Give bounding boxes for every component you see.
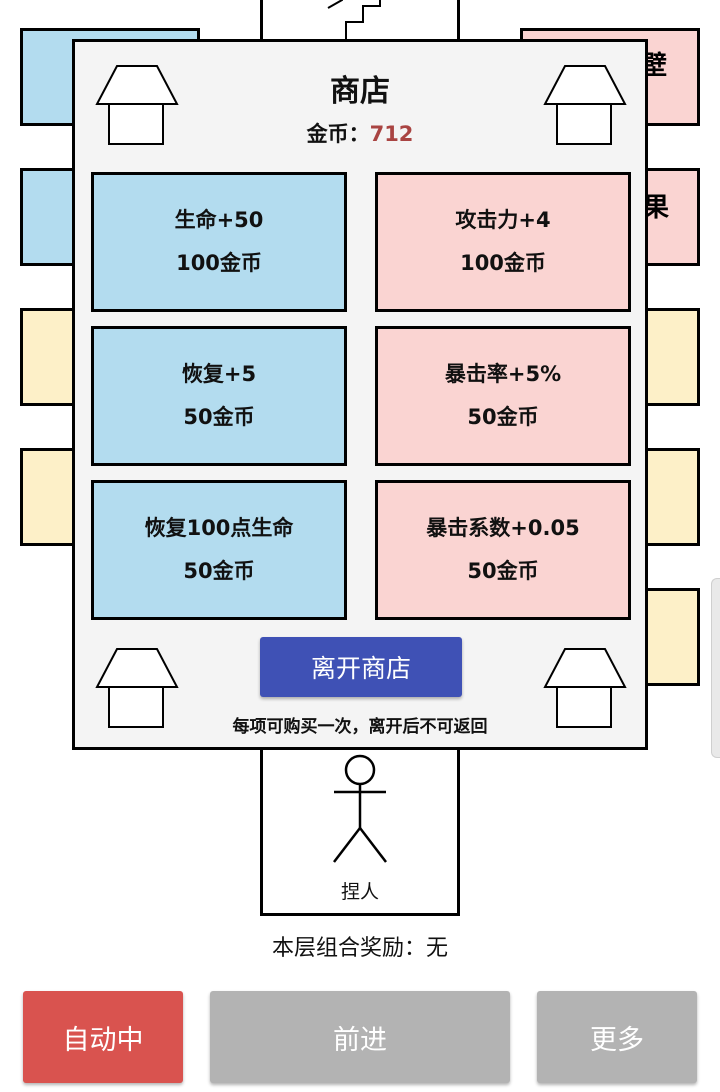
house-icon (95, 648, 179, 728)
shop-panel: 商店 金币：712 生命+50 100金币 攻击力+4 100金币 恢复+5 5… (72, 39, 648, 750)
forward-button[interactable]: 前进 (210, 991, 510, 1083)
leave-shop-button[interactable]: 离开商店 (260, 637, 462, 697)
gold-value: 712 (369, 122, 414, 146)
item-name: 暴击系数+0.05 (426, 516, 580, 540)
house-icon (543, 648, 627, 728)
shop-item-hp[interactable]: 生命+50 100金币 (91, 172, 347, 312)
stairs-icon (327, 0, 381, 40)
house-icon (95, 65, 179, 145)
item-price: 100金币 (460, 251, 546, 275)
combo-reward-text: 本层组合奖励：无 (271, 936, 448, 961)
house-icon (543, 65, 627, 145)
stick-figure-icon (333, 754, 387, 863)
shop-item-heal[interactable]: 恢复100点生命 50金币 (91, 480, 347, 620)
side-scroll-handle[interactable] (711, 578, 720, 758)
auto-button[interactable]: 自动中 (23, 991, 183, 1083)
more-button[interactable]: 更多 (537, 991, 697, 1083)
shop-item-crit-multiplier[interactable]: 暴击系数+0.05 50金币 (375, 480, 631, 620)
shop-item-regen[interactable]: 恢复+5 50金币 (91, 326, 347, 466)
item-price: 100金币 (176, 251, 262, 275)
item-name: 恢复100点生命 (144, 516, 294, 540)
item-name: 暴击率+5% (444, 362, 562, 386)
gold-display: 金币：712 (75, 118, 645, 148)
item-name: 恢复+5 (181, 362, 257, 386)
top-corridor (260, 0, 460, 40)
shop-note: 每项可购买一次，离开后不可返回 (232, 717, 488, 737)
shop-item-crit-rate[interactable]: 暴击率+5% 50金币 (375, 326, 631, 466)
shop-item-attack[interactable]: 攻击力+4 100金币 (375, 172, 631, 312)
item-price: 50金币 (467, 559, 539, 583)
enemy-cell[interactable] (260, 748, 460, 916)
shop-title: 商店 (330, 74, 390, 109)
gold-label: 金币： (306, 122, 370, 146)
item-price: 50金币 (467, 405, 539, 429)
item-price: 50金币 (183, 405, 255, 429)
item-name: 生命+50 (174, 208, 264, 232)
item-price: 50金币 (183, 559, 255, 583)
item-name: 攻击力+4 (455, 208, 551, 232)
enemy-label: 捏人 (340, 881, 379, 903)
